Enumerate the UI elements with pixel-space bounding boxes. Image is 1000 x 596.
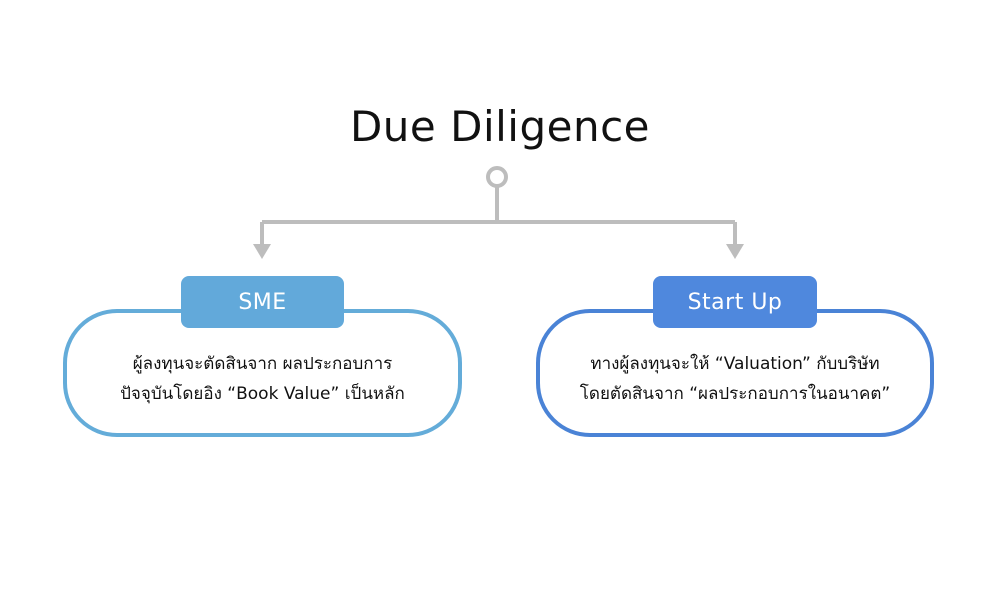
right-arrowhead-icon — [726, 244, 744, 259]
startup-description-line-1: ทางผู้ลงทุนจะให้ “Valuation” กับบริษัท — [590, 354, 880, 374]
tree-connector — [260, 166, 737, 248]
sme-description: ผู้ลงทุนจะตัดสินจาก ผลประกอบการ ปัจจุบัน… — [120, 337, 405, 409]
startup-description-box: ทางผู้ลงทุนจะให้ “Valuation” กับบริษัท โ… — [536, 309, 934, 437]
root-node-circle — [486, 166, 508, 188]
startup-description-line-2: โดยตัดสินจาก “ผลประกอบการในอนาคต” — [579, 384, 891, 404]
left-arrowhead-icon — [253, 244, 271, 259]
startup-label: Start Up — [653, 276, 817, 328]
sme-label: SME — [181, 276, 344, 328]
startup-description: ทางผู้ลงทุนจะให้ “Valuation” กับบริษัท โ… — [580, 337, 890, 409]
sme-description-line-2: ปัจจุบันโดยอิง “Book Value” เป็นหลัก — [120, 384, 405, 404]
sme-description-box: ผู้ลงทุนจะตัดสินจาก ผลประกอบการ ปัจจุบัน… — [63, 309, 462, 437]
diagram-title: Due Diligence — [349, 102, 651, 151]
sme-description-line-1: ผู้ลงทุนจะตัดสินจาก ผลประกอบการ — [132, 354, 393, 374]
